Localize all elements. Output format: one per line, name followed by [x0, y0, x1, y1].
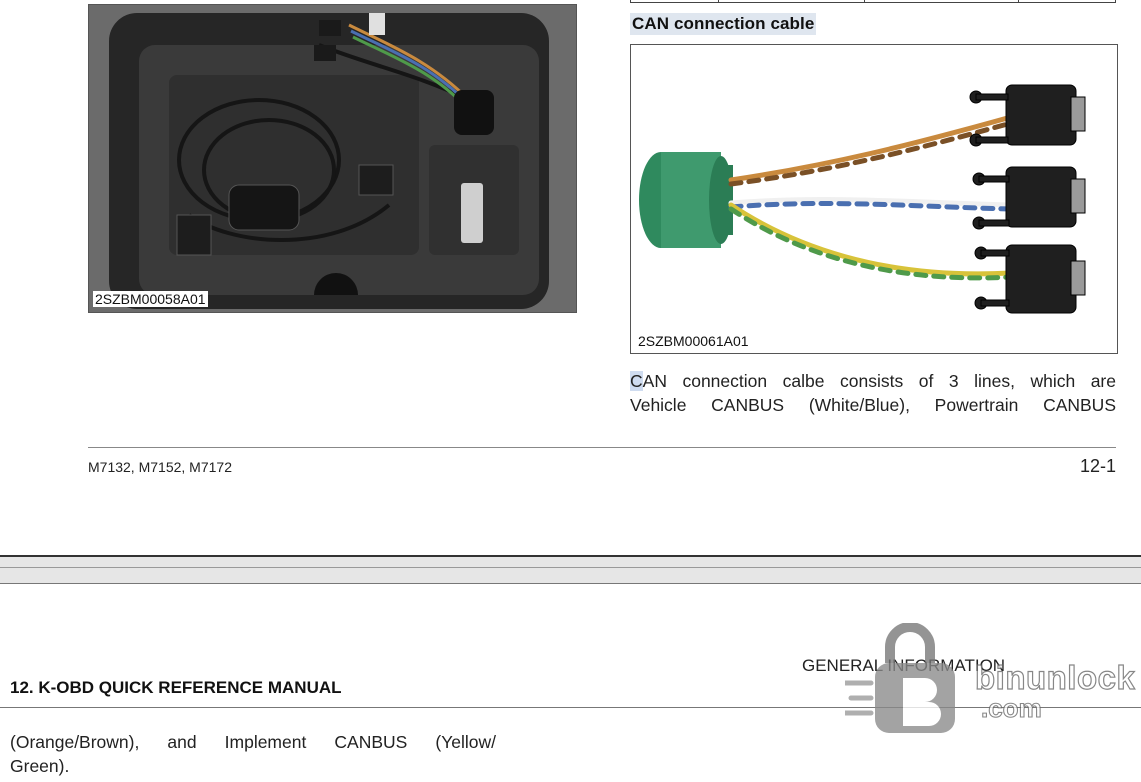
- padlock-icon: [842, 622, 955, 733]
- table-bottom-edge: [630, 0, 1116, 3]
- db9-connector-icon: [969, 84, 1086, 147]
- body-line-2: Vehicle CANBUS (White/Blue), Powertrain …: [630, 395, 1116, 415]
- photo-figure-id: 2SZBM00058A01: [93, 291, 208, 307]
- kit-case-illustration: [89, 5, 576, 312]
- continued-paragraph: (Orange/Brown), and Implement CANBUS (Ye…: [10, 730, 496, 778]
- page-separator: [0, 555, 1141, 584]
- page-number: 12-1: [1079, 456, 1116, 476]
- diagram-figure-id: 2SZBM00061A01: [636, 333, 751, 349]
- highlighted-letter: C: [630, 371, 643, 391]
- can-cable-diagram: 2SZBM00061A01: [630, 44, 1118, 354]
- footer-models: M7132, M7152, M7172: [88, 459, 232, 475]
- db9-connector-icon: [974, 244, 1086, 314]
- watermark-text: binunlock: [974, 658, 1136, 696]
- body-line-1: AN connection calbe consists of 3 lines,…: [642, 371, 1116, 391]
- page-separator-line: [0, 567, 1141, 568]
- footer-rule: [88, 447, 1116, 448]
- watermark-logo: binunlock .com: [842, 622, 1136, 738]
- can-cable-illustration: [639, 84, 1086, 314]
- round-connector-icon: [639, 152, 733, 248]
- section-heading: CAN connection cable: [630, 13, 817, 35]
- watermark-domain: .com: [980, 692, 1042, 723]
- chapter-title: 12. K-OBD QUICK REFERENCE MANUAL: [10, 678, 342, 697]
- body-paragraph: CAN connection calbe consists of 3 lines…: [630, 369, 1116, 417]
- kit-case-photo: 2SZBM00058A01: [88, 4, 577, 313]
- cont-line-1: (Orange/Brown), and Implement CANBUS (Ye…: [10, 732, 496, 752]
- header-rule: [0, 707, 1141, 708]
- cont-line-2: Green).: [10, 756, 70, 776]
- db9-connector-icon: [972, 166, 1086, 230]
